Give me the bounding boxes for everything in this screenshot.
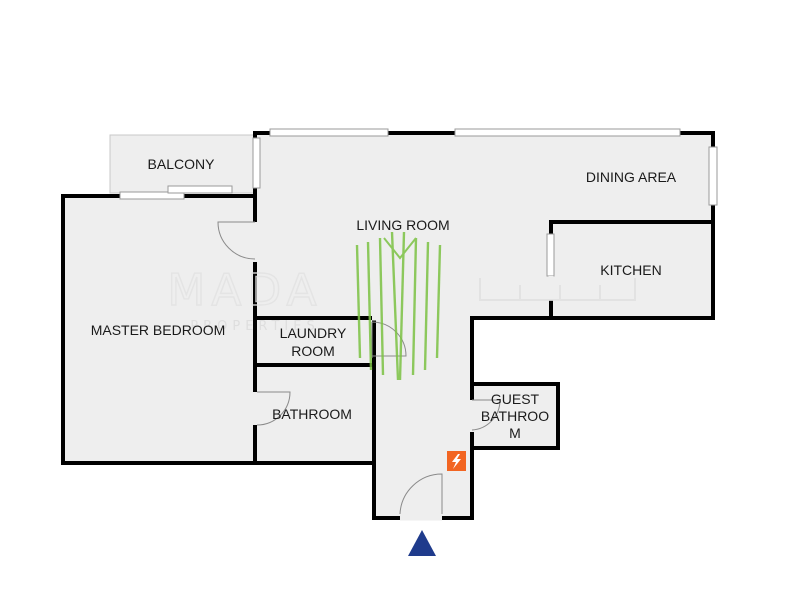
label-balcony: BALCONY	[148, 156, 216, 172]
guest-bathroom-floor	[472, 384, 558, 448]
lightning-bolt-icon	[447, 451, 466, 471]
door-laundry	[371, 321, 407, 358]
watermark-logo-icon	[355, 231, 442, 381]
label-living-room: LIVING ROOM	[356, 217, 449, 233]
label-bathroom: BATHROOM	[272, 406, 352, 422]
label-kitchen: KITCHEN	[600, 262, 661, 278]
window-dining-top	[454, 128, 681, 137]
watermark-brand: MADA	[167, 265, 322, 316]
laundry-floor	[257, 318, 374, 365]
window-kitchen-left	[546, 233, 555, 277]
balcony-floor	[109, 134, 261, 194]
label-guest-line3: M	[509, 425, 521, 441]
door-guest-bathroom	[471, 399, 501, 431]
entrance-arrow-icon	[408, 530, 436, 556]
kitchen-floor	[551, 222, 713, 318]
window-dining-right	[708, 146, 718, 206]
bathroom-floor	[255, 365, 374, 463]
door-master-bedroom	[217, 221, 256, 260]
label-guest-line2: BATHROO	[481, 408, 549, 424]
living-floor	[255, 133, 713, 518]
window-bedroom-top-2	[167, 185, 233, 194]
door-bathroom	[256, 391, 291, 426]
watermark-arabic-mark	[479, 278, 636, 301]
watermark: MADA PROPERTIES	[167, 231, 636, 381]
door-swings	[217, 221, 501, 515]
watermark-sub: PROPERTIES	[190, 319, 320, 334]
label-laundry-line2: ROOM	[291, 343, 335, 359]
window-bedroom-top	[119, 191, 185, 200]
windows	[119, 128, 718, 277]
door-entrance	[399, 473, 443, 515]
label-master-bedroom: MASTER BEDROOM	[91, 322, 226, 338]
room-labels: BALCONY LIVING ROOM DINING AREA KITCHEN …	[91, 156, 677, 441]
label-guest-line1: GUEST	[491, 391, 540, 407]
window-balcony-left	[252, 137, 261, 189]
label-laundry-line1: LAUNDRY	[280, 325, 347, 341]
door-openings	[252, 222, 554, 521]
label-dining-area: DINING AREA	[586, 169, 677, 185]
window-living-top	[269, 128, 389, 137]
